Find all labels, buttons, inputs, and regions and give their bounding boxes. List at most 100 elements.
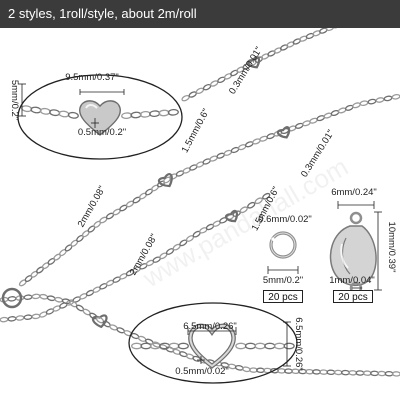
chain-link <box>260 53 270 60</box>
chain-link <box>24 275 33 283</box>
chain-link <box>355 370 365 376</box>
rings-quantity-tag: 20 pcs <box>263 290 303 303</box>
chain-link <box>286 41 295 48</box>
heart-link <box>157 173 173 188</box>
heart-link <box>246 56 261 69</box>
chain-link <box>377 370 387 377</box>
label-left-height: 5mm/0.2" <box>9 80 20 120</box>
chain-link <box>235 342 247 350</box>
chain-link <box>230 69 239 77</box>
heart-link-zoom-bottom <box>188 323 236 369</box>
chain-link <box>384 370 394 377</box>
chain-link <box>263 367 272 374</box>
chain-link <box>21 105 33 113</box>
chain-link <box>7 316 17 322</box>
chain-link <box>239 206 248 214</box>
label-mid-link: 1.5mm/0.6" <box>180 107 212 155</box>
chain-link <box>283 342 295 350</box>
chain-link <box>36 266 44 274</box>
chain-link <box>149 110 161 118</box>
zoom-ellipse-top <box>17 74 183 160</box>
chain-link <box>256 367 265 374</box>
label-bottom-width: 6.5mm/0.26" <box>183 321 237 332</box>
chain-link <box>298 368 307 375</box>
chain-link <box>277 368 286 374</box>
zoom-chain-bottom <box>131 342 295 350</box>
chain-link <box>121 112 133 120</box>
chain-link <box>140 342 152 350</box>
chain-link <box>375 97 385 103</box>
chain-link <box>333 369 343 376</box>
chain-link <box>273 342 286 350</box>
end-ring <box>1 287 23 309</box>
label-bottom-gap: 0.5mm/0.02" <box>175 366 229 377</box>
chain-link <box>23 294 33 300</box>
chain-link <box>39 293 49 300</box>
chain-link <box>244 342 257 350</box>
chain-link <box>58 110 70 118</box>
chain-link <box>352 102 361 109</box>
chain-link <box>391 371 400 377</box>
chain-link <box>223 73 233 80</box>
chain-link <box>167 108 179 116</box>
chain-link <box>46 295 56 302</box>
chain-link <box>270 367 279 374</box>
chain-link <box>130 111 142 119</box>
chain-link <box>23 314 33 320</box>
chain-link <box>305 368 314 375</box>
chain-link <box>267 50 276 57</box>
chain-link <box>359 100 369 107</box>
chain-link <box>348 370 358 376</box>
watermark: www.pandahall.com <box>137 151 353 293</box>
label-clasp-width: 6mm/0.24" <box>331 187 377 198</box>
chain-link <box>47 257 56 265</box>
label-top-wire: 0.3mm/0.01" <box>227 45 265 96</box>
chain-link <box>370 370 380 377</box>
heart-link <box>224 209 238 223</box>
chain-link <box>30 270 39 278</box>
label-top-gap: 0.5mm/0.2" <box>78 127 126 138</box>
chain-link <box>54 296 64 303</box>
chain-link <box>41 262 50 270</box>
label-top-width: 9.5mm/0.37" <box>65 72 119 83</box>
chain-link <box>31 313 41 320</box>
zoom-ellipse-bottom <box>128 302 298 384</box>
chain-link <box>158 109 170 117</box>
chain-link <box>273 47 283 54</box>
chain-link <box>254 197 263 205</box>
clasps-quantity-tag: 20 pcs <box>333 290 373 303</box>
chain-link <box>362 370 372 376</box>
chain-link <box>0 316 9 323</box>
chain-link <box>131 342 143 350</box>
chain-link <box>367 98 377 105</box>
chain-link <box>391 93 400 100</box>
chain-link <box>291 368 300 375</box>
chain-link <box>39 107 51 115</box>
chain-link <box>284 368 293 374</box>
chain-link <box>383 95 393 102</box>
chain-link <box>67 111 79 119</box>
chain-link <box>254 342 266 350</box>
chain-link <box>326 369 336 376</box>
chain-link <box>7 296 17 302</box>
chain-link <box>247 201 256 209</box>
chain-link <box>236 66 245 73</box>
label-ring-dia: 5mm/0.2" <box>263 275 303 286</box>
chain-link <box>139 110 151 118</box>
chain-link <box>49 109 61 117</box>
chain-link <box>264 342 276 350</box>
heart-link-zoom-top <box>79 100 121 136</box>
chain-link <box>168 342 180 350</box>
chain-link <box>177 342 189 350</box>
label-clasp-height: 10mm/0.39" <box>386 222 397 273</box>
label-clasp-wire: 1mm/0.04" <box>329 275 375 286</box>
heart-chain-lower <box>0 192 400 377</box>
chain-link <box>18 279 27 287</box>
heart-link <box>276 126 291 139</box>
chain-link <box>31 293 41 300</box>
chain-link <box>279 44 289 51</box>
chain-link <box>340 369 350 376</box>
zoom-chain-top <box>21 105 179 120</box>
